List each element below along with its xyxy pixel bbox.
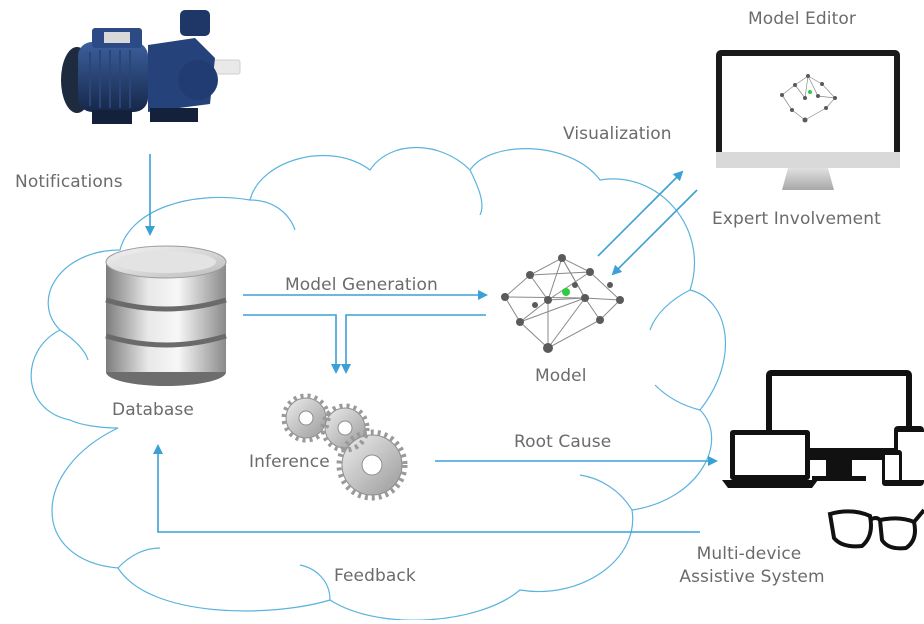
- database-cylinder-icon: [105, 245, 227, 386]
- arrows: [145, 154, 718, 533]
- arrow-to-inference-1: [243, 314, 341, 374]
- network-graph-nodes: [501, 254, 624, 353]
- feedback-label: Feedback: [334, 566, 416, 586]
- arrow-expert-involvement: [611, 189, 698, 276]
- model-generation-label: Model Generation: [285, 275, 438, 295]
- model-editor-label: Model Editor: [748, 9, 856, 29]
- devices-and-glasses-icon: [722, 370, 924, 551]
- database-label: Database: [112, 400, 194, 420]
- model-label: Model: [535, 366, 587, 386]
- root-cause-label: Root Cause: [514, 432, 612, 452]
- assistive-system-label-line2: Assistive System: [679, 567, 825, 587]
- gears-icon: [281, 393, 408, 501]
- notifications-label: Notifications: [15, 172, 123, 192]
- inference-label: Inference: [249, 452, 330, 472]
- arrow-feedback: [153, 444, 700, 533]
- cloud-outline: [30, 146, 726, 621]
- assistive-system-label-line1: Multi-device: [696, 544, 802, 564]
- network-graph-icon: [504, 256, 621, 350]
- water-pump-image: [61, 10, 241, 124]
- arrow-to-inference-2: [341, 314, 486, 374]
- monitor-icon: [716, 50, 900, 190]
- arrow-visualization: [597, 170, 684, 257]
- visualization-label: Visualization: [563, 124, 672, 144]
- expert-involvement-label: Expert Involvement: [712, 209, 881, 229]
